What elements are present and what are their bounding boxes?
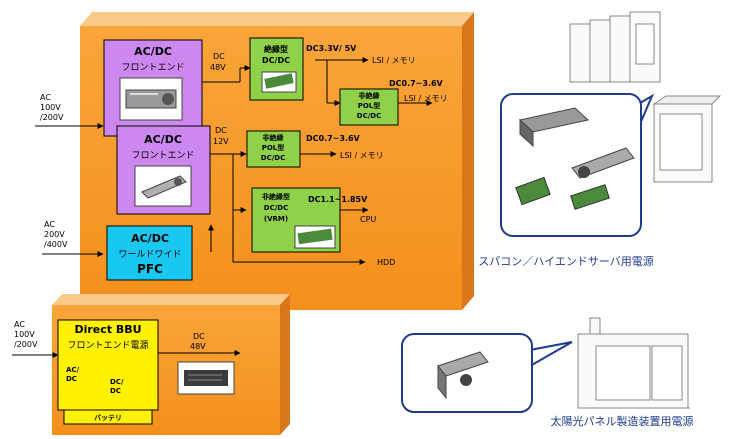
output-voltage-4: DC1.1~1.85V <box>308 195 368 204</box>
svg-text:非絶縁: 非絶縁 <box>359 91 380 100</box>
svg-text:DC: DC <box>110 387 121 395</box>
output-voltage-3: DC0.7~3.6V <box>306 134 361 143</box>
server-rack-drawing <box>569 11 722 183</box>
battery-block: バッテリ <box>63 409 153 425</box>
acdc-frontend-block-1: AC/DC フロントエンド <box>103 39 203 137</box>
pol-dcdc-block-1: 非絶縁 POL型 DC/DC <box>339 88 399 126</box>
svg-text:48V: 48V <box>190 342 206 351</box>
svg-text:DC/DC: DC/DC <box>264 204 288 212</box>
svg-text:フロントエンド: フロントエンド <box>121 63 184 73</box>
svg-text:バッテリ: バッテリ <box>94 414 122 422</box>
output-voltage-2: DC0.7~3.6V <box>389 79 444 88</box>
svg-text:AC/: AC/ <box>66 366 80 374</box>
svg-text:AC: AC <box>14 320 25 329</box>
rack-unit-image <box>177 361 235 395</box>
callout-solar <box>401 333 573 413</box>
output-target-hdd: HDD <box>377 258 395 267</box>
svg-text:PFC: PFC <box>137 262 163 276</box>
ac-input-2-label: AC 200V /400V <box>44 220 68 249</box>
svg-text:DC/DC: DC/DC <box>262 56 290 65</box>
svg-text:/200V: /200V <box>40 113 64 122</box>
board-image <box>261 71 297 93</box>
dc12-bus-label: DC 12V <box>213 126 229 146</box>
svg-text:12V: 12V <box>213 137 229 146</box>
svg-text:DC: DC <box>213 52 225 61</box>
solar-psu-image <box>437 351 489 400</box>
board-image <box>294 225 336 249</box>
svg-text:AC: AC <box>44 220 55 229</box>
svg-text:POL型: POL型 <box>358 101 381 110</box>
manufacturing-equipment-drawing <box>577 317 690 409</box>
svg-text:非絶縁型: 非絶縁型 <box>262 192 290 201</box>
ac-input-3-label: AC 100V /200V <box>14 320 38 349</box>
svg-text:DC/: DC/ <box>110 378 124 386</box>
svg-text:/400V: /400V <box>44 240 68 249</box>
svg-text:DC: DC <box>66 375 77 383</box>
svg-text:AC/DC: AC/DC <box>131 232 169 245</box>
pol-dcdc-block-2: 非絶縁 POL型 DC/DC <box>246 130 301 168</box>
svg-text:フロントエンド電源: フロントエンド電源 <box>67 340 148 351</box>
psu-module-image <box>119 77 183 121</box>
svg-text:200V: 200V <box>44 230 65 239</box>
caption-supercomputer: スパコン／ハイエンドサーバ用電源 <box>478 254 654 268</box>
svg-text:AC/DC: AC/DC <box>134 45 172 58</box>
svg-text:100V: 100V <box>14 330 35 339</box>
svg-text:DC/DC: DC/DC <box>261 154 285 162</box>
direct-bbu-block: Direct BBU フロントエンド電源 AC/ DC DC/ DC <box>57 319 159 411</box>
svg-text:POL型: POL型 <box>262 143 285 152</box>
svg-text:Direct BBU: Direct BBU <box>74 323 141 336</box>
svg-text:100V: 100V <box>40 103 61 112</box>
svg-text:ワールドワイド: ワールドワイド <box>118 250 181 260</box>
callout-supercomputer <box>500 93 655 237</box>
svg-text:フロントエンド: フロントエンド <box>131 151 194 161</box>
svg-text:48V: 48V <box>210 63 226 72</box>
isolated-dcdc-block: 絶縁型 DC/DC <box>249 37 304 101</box>
bbu-output-label: DC 48V <box>190 332 206 351</box>
svg-text:非絶縁: 非絶縁 <box>263 133 284 142</box>
acdc-frontend-block-2: AC/DC フロントエンド <box>116 125 211 215</box>
psu-module-image <box>134 165 192 207</box>
ac-input-1-label: AC 100V /200V <box>40 93 64 122</box>
output-target-cpu: CPU <box>360 215 376 224</box>
dc48-bus-label: DC 48V <box>210 52 226 72</box>
svg-text:DC: DC <box>193 332 205 341</box>
output-target-lsi-1: LSI / メモリ <box>372 56 416 65</box>
server-psu-image <box>518 107 635 179</box>
wires <box>12 57 433 409</box>
svg-text:DC/DC: DC/DC <box>357 112 381 120</box>
svg-text:AC: AC <box>40 93 51 102</box>
svg-text:絶縁型: 絶縁型 <box>264 44 288 54</box>
pfc-block: AC/DC ワールドワイド PFC <box>106 225 193 281</box>
output-target-lsi-3: LSI / メモリ <box>340 151 384 160</box>
dcdc-board-images <box>515 176 610 210</box>
svg-text:AC/DC: AC/DC <box>144 133 182 146</box>
svg-text:DC: DC <box>215 126 227 135</box>
output-target-lsi-2: LSI / メモリ <box>404 94 448 103</box>
caption-solar: 太陽光パネル製造装置用電源 <box>551 414 694 428</box>
output-voltage-1: DC3.3V/ 5V <box>306 44 357 53</box>
svg-text:/200V: /200V <box>14 340 38 349</box>
vrm-dcdc-block: 非絶縁型 DC/DC (VRM) <box>251 187 341 253</box>
svg-text:(VRM): (VRM) <box>264 215 288 223</box>
